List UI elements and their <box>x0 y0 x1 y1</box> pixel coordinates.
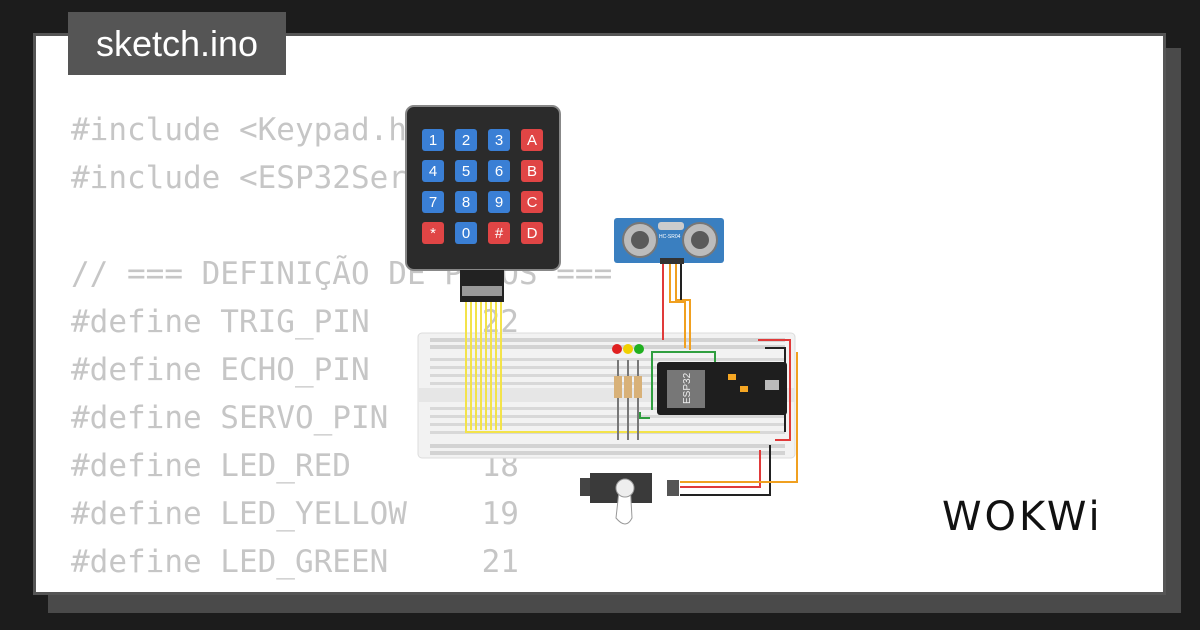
wokwi-logo: WOKWi <box>942 494 1103 540</box>
led-red <box>612 344 622 354</box>
esp32-board: ESP32 <box>657 362 787 415</box>
keypad-key: 0 <box>455 222 477 244</box>
keypad-key: 2 <box>455 129 477 151</box>
led-yellow <box>623 344 633 354</box>
code-line: #define SERVO_PIN 4 <box>71 400 501 436</box>
servo-motor <box>580 473 679 525</box>
keypad-key: C <box>521 191 543 213</box>
code-line: #include <Keypad.h> <box>71 112 426 148</box>
keypad-key: 9 <box>488 191 510 213</box>
resistors <box>614 360 642 440</box>
sketch-filename-tab: sketch.ino <box>68 12 286 75</box>
keypad-key: 4 <box>422 160 444 182</box>
code-snippet: #include <Keypad.h>#include <ESP32Servo.… <box>71 106 612 586</box>
keypad-key: 5 <box>455 160 477 182</box>
keypad-key: D <box>521 222 543 244</box>
keypad-key: A <box>521 129 543 151</box>
keypad-keys: 1 2 3 A 4 5 6 B 7 8 9 C * 0 # D <box>422 129 548 251</box>
preview-card: #include <Keypad.h>#include <ESP32Servo.… <box>33 33 1166 595</box>
keypad-key: 8 <box>455 191 477 213</box>
keypad-key: # <box>488 222 510 244</box>
led-green <box>634 344 644 354</box>
ultrasonic-label: HC-SR04 <box>659 234 681 240</box>
keypad-wires <box>465 300 760 433</box>
code-line: #define LED_YELLOW 19 <box>71 496 519 532</box>
keypad-key: 1 <box>422 129 444 151</box>
keypad-key: 3 <box>488 129 510 151</box>
esp32-label: ESP32 <box>682 372 693 404</box>
keypad-key: * <box>422 222 444 244</box>
code-line: #define ECHO_PIN 23 <box>71 352 519 388</box>
traffic-leds <box>612 344 644 354</box>
keypad-key: 6 <box>488 160 510 182</box>
keypad-key: 7 <box>422 191 444 213</box>
ultrasonic-sensor: HC-SR04 <box>614 218 724 264</box>
code-line: #define LED_GREEN 21 <box>71 544 519 580</box>
keypad-key: B <box>521 160 543 182</box>
